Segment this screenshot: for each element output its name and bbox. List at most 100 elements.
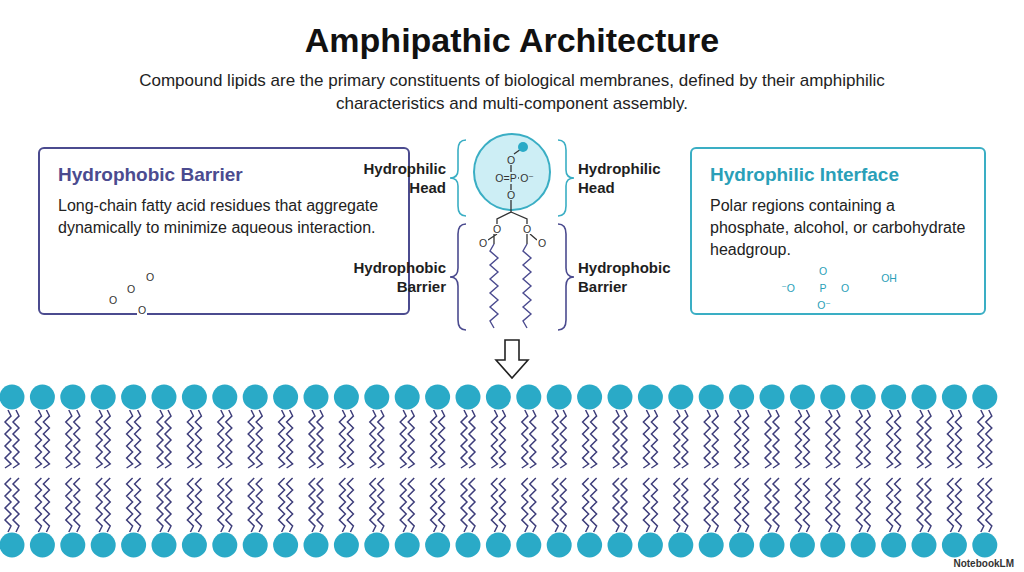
lipid-head [395,533,420,558]
lipid-tail [187,478,201,532]
lipid-tail [35,410,49,468]
lipid-tail [157,410,171,468]
lipid-tail [643,478,657,532]
lipid-head [608,533,633,558]
phosphate-bonds [488,149,537,244]
atom-label: O [506,155,516,166]
atom-label: O⁻ [816,300,832,311]
lipid-head [152,385,177,410]
lipid-tail [583,478,597,532]
lipid-tail [339,410,353,468]
lipid-tail [887,410,901,468]
lipid-tail [522,410,536,468]
watermark: NotebookLM [951,558,1016,569]
lipid-tail [522,478,536,532]
lipid-tail [674,410,688,468]
lipid-head [668,533,693,558]
atom-label: O [126,284,136,295]
lipid-tail [279,478,293,532]
lipid-head [304,533,329,558]
atom-label: ⁻O [780,283,796,294]
atom-label: OH [880,273,898,284]
part-label: Hydrophilic Head [346,159,446,198]
lipid-tail [5,410,19,468]
lipid-tail [978,478,992,532]
lipid-head [729,385,754,410]
info-box: Hydrophobic BarrierLong-chain fatty acid… [38,147,410,315]
lipid-head [395,385,420,410]
lipid-tail [856,410,870,468]
lipid-tail [674,478,688,532]
lipid-head [425,533,450,558]
lipid-head [547,385,572,410]
lipid-tail [826,478,840,532]
lipid-head [486,533,511,558]
lipid-tail [765,410,779,468]
lipid-tail [309,478,323,532]
lipid-head [0,385,25,410]
lipid-tail [35,478,49,532]
lipid-tail [491,478,505,532]
lipid-head [790,533,815,558]
head-dot [518,142,528,152]
lipid-tail [704,478,718,532]
lipid-head [273,385,298,410]
lipid-head [334,385,359,410]
lipid-tail [431,410,445,468]
lipid-tail [370,410,384,468]
lipid-head [30,385,55,410]
lipid-head [182,385,207,410]
atom-label: O [522,224,532,235]
lipid-tail [765,478,779,532]
atom-label: O [818,266,828,277]
part-label: Hydrophobic Barrier [346,258,446,297]
lipid-tail [643,410,657,468]
lipid-head [243,385,268,410]
lipid-tail [795,410,809,468]
lipid-tail [5,478,19,532]
lipid-head [942,533,967,558]
lipid-head [881,533,906,558]
lipid-head [212,385,237,410]
lipid-head [972,533,997,558]
lipid-head [912,533,937,558]
lipid-tail [978,410,992,468]
lipid-tail [127,410,141,468]
lipid-tail [947,478,961,532]
lipid-head [972,385,997,410]
lipid-head [699,533,724,558]
lipid-tail [461,410,475,468]
lipid-head [699,385,724,410]
lipid-tail [826,410,840,468]
lipid-tail [96,410,110,468]
lipid-head [121,533,146,558]
lipid-head [91,385,116,410]
atom-label: O [492,224,502,235]
lipid-tail [248,478,262,532]
lipid-tail [431,478,445,532]
lipid-tail [187,410,201,468]
lipid-head [0,533,25,558]
lipid-tail [795,478,809,532]
lipid-tail [461,478,475,532]
lipid-head [820,385,845,410]
title: Amphipathic Architecture [0,20,1024,61]
lipid-head [668,385,693,410]
lipid-head [912,385,937,410]
lipid-head [577,533,602,558]
box-heading: Hydrophilic Interface [710,163,966,187]
lipid-head [304,385,329,410]
atom-label: O [137,305,147,316]
lipid-head [60,385,85,410]
lipid-head [547,533,572,558]
head-circle [474,134,550,210]
atom-label: P [818,283,827,294]
lipid-head [91,533,116,558]
lipid-tail [339,478,353,532]
lipid-tail [613,410,627,468]
lipid-tail [917,478,931,532]
atom-label: O [108,295,118,306]
lipid-tail [947,410,961,468]
info-box: Hydrophilic InterfacePolar regions conta… [690,147,986,315]
lipid-bilayer [0,385,997,558]
